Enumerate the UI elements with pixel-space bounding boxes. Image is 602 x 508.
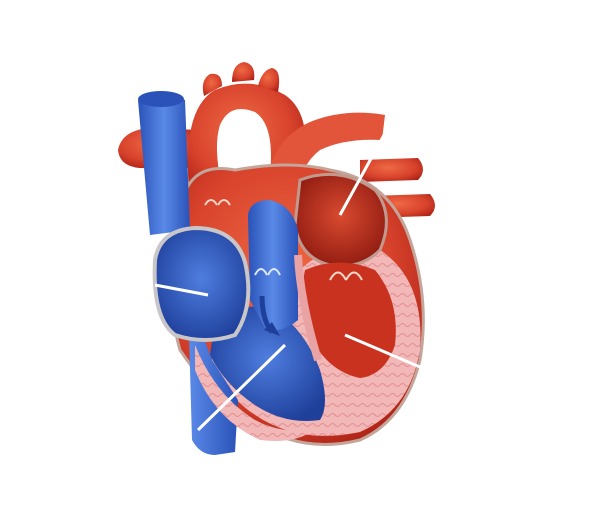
aortic-branch bbox=[258, 68, 280, 92]
mitral-valve bbox=[329, 271, 363, 281]
vena-cava-opening bbox=[138, 91, 184, 107]
leader-line-right bbox=[344, 333, 428, 372]
tricuspid-valve bbox=[254, 268, 281, 276]
right-atrium bbox=[152, 225, 251, 342]
superior-vena-cava bbox=[138, 94, 190, 235]
pulmonary-vein bbox=[360, 158, 423, 182]
aortic-valve bbox=[204, 199, 231, 206]
right-ventricle-wall bbox=[195, 345, 320, 441]
aortic-branch bbox=[202, 73, 222, 96]
aortic-branch bbox=[232, 62, 255, 82]
left-atrium bbox=[293, 172, 388, 268]
vena-cava bbox=[140, 93, 238, 455]
leader-line-top-right bbox=[338, 114, 397, 216]
left-ventricle bbox=[302, 262, 396, 378]
leader-line-bottom bbox=[196, 343, 287, 432]
blood-flow-arrowhead bbox=[264, 322, 280, 336]
leader-line-left bbox=[154, 283, 209, 297]
septum bbox=[294, 254, 322, 362]
